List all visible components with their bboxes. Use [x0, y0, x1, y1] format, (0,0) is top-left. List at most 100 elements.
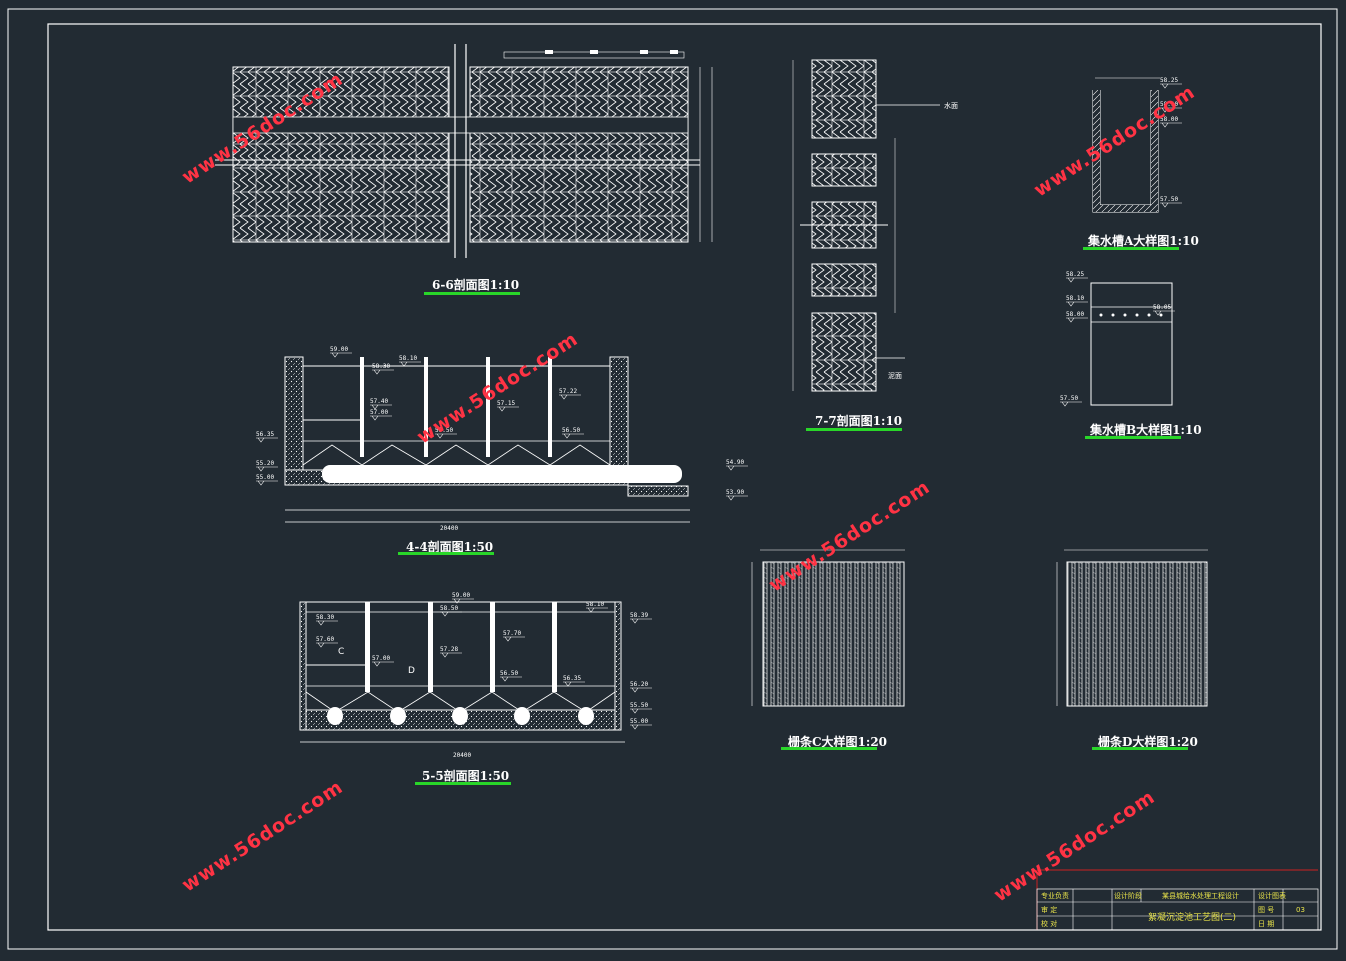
- title-block: 专业负责 设计阶段 某县城给水处理工程设计 设计图表 审 定 絮凝沉淀池工艺图(…: [1036, 869, 1319, 931]
- elevation-label: 55.00: [630, 718, 648, 725]
- caption-6-6-underline: [424, 292, 520, 295]
- elevation-label: 58.50: [440, 605, 458, 612]
- elevation-label: 59.00: [452, 592, 470, 599]
- elevation-marker: [630, 708, 652, 714]
- caption-strip-c: 栅条C大样图1:20: [788, 735, 888, 749]
- elevation-marker: [440, 652, 462, 658]
- section-5-5-total-dim: 20400: [453, 752, 471, 759]
- tb-row3-a: 校 对: [1041, 919, 1057, 928]
- elevation-marker: [1153, 310, 1175, 316]
- tank-a-detail: [1092, 77, 1160, 213]
- mark-c: C: [338, 647, 344, 657]
- elevation-label: 56.50: [435, 427, 453, 434]
- elevation-label: 59.00: [330, 346, 348, 353]
- caption-4-4-underline: [398, 552, 494, 555]
- tb-row2-b: 图 号: [1258, 906, 1274, 914]
- elevation-marker: [503, 636, 525, 642]
- tb-row1-a: 专业负责: [1041, 891, 1069, 900]
- mud-surface-label: 泥面: [888, 372, 902, 380]
- elevation-marker: [372, 369, 394, 375]
- outer-border: [7, 8, 1338, 950]
- caption-7-7: 7-7剖面图1:10: [815, 414, 903, 428]
- elevation-label: 57.22: [559, 388, 577, 395]
- elevation-label: 55.00: [256, 474, 274, 481]
- elevation-marker: [630, 618, 652, 624]
- elevation-label: 55.50: [630, 702, 648, 709]
- elevation-label: 57.15: [497, 400, 515, 407]
- section-4-4: 20400: [284, 356, 690, 532]
- water-surface-label: 水面: [944, 101, 958, 110]
- caption-strip-d: 栅条D大样图1:20: [1098, 735, 1198, 749]
- elevation-label: 58.25: [1066, 271, 1084, 278]
- elevation-label: 54.90: [726, 459, 744, 466]
- elevation-marker: [1160, 122, 1182, 128]
- elevation-label: 58.10: [399, 355, 417, 362]
- elevation-marker: [440, 611, 462, 617]
- elevation-label: 56.35: [563, 675, 581, 682]
- elevation-marker: [316, 642, 338, 648]
- elevation-label: 58.10: [1160, 101, 1178, 108]
- elevation-marker: [562, 433, 584, 439]
- elevation-label: 58.10: [1066, 295, 1084, 302]
- elevation-marker: [256, 437, 278, 443]
- caption-strip-c-underline: [781, 747, 877, 750]
- elevation-label: 57.40: [370, 398, 388, 405]
- elevation-marker: [330, 352, 352, 358]
- elevation-marker: [1066, 277, 1088, 283]
- elevation-label: 58.30: [316, 614, 334, 621]
- elevation-marker: [256, 480, 278, 486]
- elevation-label: 58.30: [372, 363, 390, 370]
- tank-b-detail: [1090, 282, 1173, 406]
- elevation-marker: [497, 406, 519, 412]
- elevation-marker: [435, 433, 457, 439]
- elevation-label: 58.10: [586, 601, 604, 608]
- elevation-marker: [370, 415, 392, 421]
- elevation-marker: [630, 687, 652, 693]
- elevation-label: 57.50: [1160, 196, 1178, 203]
- mark-d: D: [408, 666, 415, 676]
- elevation-label: 56.20: [630, 681, 648, 688]
- elevation-marker: [452, 598, 474, 604]
- elevation-label: 57.28: [440, 646, 458, 653]
- caption-strip-d-underline: [1092, 747, 1188, 750]
- elevation-marker: [256, 466, 278, 472]
- elevation-label: 58.25: [1160, 77, 1178, 84]
- section-4-4-total-dim: 20400: [440, 525, 458, 532]
- caption-6-6: 6-6剖面图1:10: [432, 278, 520, 292]
- caption-5-5: 5-5剖面图1:50: [422, 769, 510, 783]
- elevation-marker: [1066, 317, 1088, 323]
- elevation-marker: [563, 681, 585, 687]
- elevation-marker: [1160, 202, 1182, 208]
- tb-row3-b: 日 期: [1258, 920, 1274, 928]
- elevation-label: 57.00: [372, 655, 390, 662]
- strip-c-detail: [751, 549, 905, 707]
- elevation-label: 58.05: [1153, 304, 1171, 311]
- elevation-marker: [1060, 401, 1082, 407]
- tb-row2-c: 03: [1296, 906, 1305, 914]
- elevation-marker: [726, 495, 748, 501]
- elevation-label: 55.20: [256, 460, 274, 467]
- caption-tank-b: 集水槽B大样图1:10: [1090, 423, 1202, 437]
- section-7-7: [792, 59, 940, 392]
- elevation-marker: [370, 404, 392, 410]
- elevation-marker: [630, 724, 652, 730]
- elevation-marker: [1066, 301, 1088, 307]
- caption-tank-a-underline: [1083, 247, 1179, 250]
- tb-project: 某县城给水处理工程设计: [1162, 891, 1239, 900]
- elevation-marker: [500, 676, 522, 682]
- elevation-label: 57.50: [1060, 395, 1078, 402]
- elevation-marker: [316, 620, 338, 626]
- inner-border: [47, 23, 1322, 931]
- elevation-label: 57.60: [316, 636, 334, 643]
- elevation-marker: [399, 361, 421, 367]
- tb-row1-c: 设计图表: [1258, 891, 1286, 900]
- elevation-label: 58.00: [1160, 116, 1178, 123]
- caption-tank-b-underline: [1085, 436, 1181, 439]
- elevation-marker: [726, 465, 748, 471]
- caption-7-7-underline: [806, 428, 902, 431]
- section-6-6: [215, 44, 713, 258]
- elevation-label: 56.50: [562, 427, 580, 434]
- elevation-marker: [559, 394, 581, 400]
- elevation-label: 57.70: [503, 630, 521, 637]
